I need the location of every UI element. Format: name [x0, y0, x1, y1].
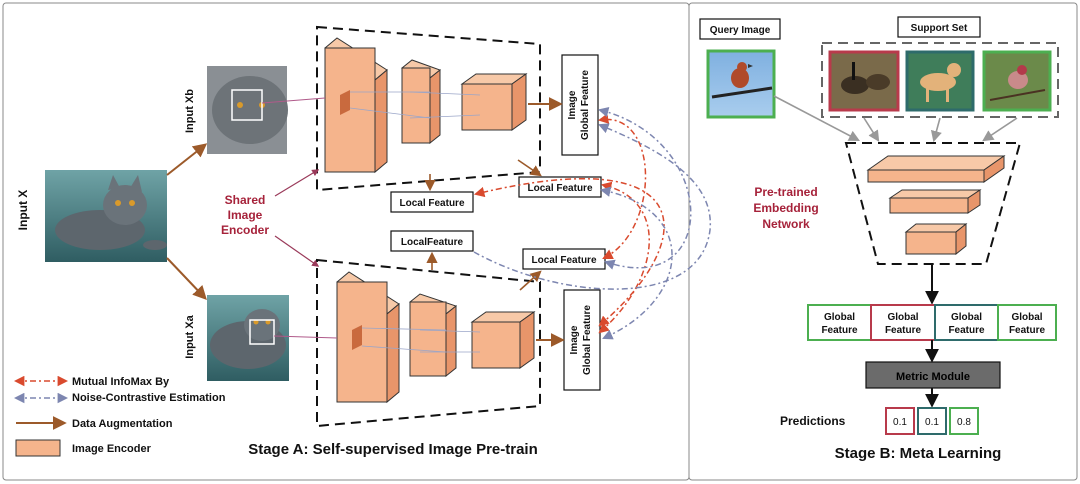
input-xb-label: Input Xb — [184, 89, 196, 133]
svg-text:Local Feature: Local Feature — [399, 198, 464, 209]
prediction-box: 0.1 — [885, 407, 915, 435]
svg-text:Support Set: Support Set — [911, 23, 968, 34]
stage-a-title: Stage A: Self-supervised Image Pre-train — [248, 441, 538, 458]
aug-arrow-xa — [166, 257, 207, 301]
global-feature-line1: Global — [824, 312, 855, 323]
support-set-label: Support Set — [897, 16, 981, 38]
svg-text:Data Augmentation: Data Augmentation — [72, 418, 173, 430]
svg-text:Image Encoder: Image Encoder — [72, 443, 152, 455]
support-image-geese — [828, 50, 900, 112]
prediction-box: 0.8 — [949, 407, 979, 435]
global-feature-top: Image Global Feature — [561, 54, 599, 156]
embedding-layers — [866, 155, 1006, 256]
input-xb-image — [207, 66, 288, 154]
encoder-frame-top — [316, 25, 541, 192]
crop-link-top — [261, 97, 326, 104]
prediction-box: 0.1 — [917, 407, 947, 435]
svg-text:LocalFeature: LocalFeature — [401, 237, 464, 248]
global-feature-line2: Feature — [948, 325, 985, 336]
svg-text:Embedding: Embedding — [753, 201, 818, 215]
support-set-frame — [821, 42, 1059, 118]
arrow-local-a2 — [519, 270, 542, 291]
shared-encoder-label: Shared Image Encoder — [221, 193, 269, 237]
svg-text:Global Feature: Global Feature — [582, 305, 593, 375]
local-feature-a2: Local Feature — [522, 248, 606, 270]
arrow-support3-to-net — [982, 117, 1018, 142]
local-feature-a1: LocalFeature — [390, 230, 474, 252]
legend: Mutual InfoMax By Noise-Contrastive Esti… — [13, 375, 226, 457]
global-feature-line2: Feature — [821, 325, 858, 336]
svg-text:Image: Image — [569, 325, 580, 354]
svg-text:Network: Network — [762, 217, 810, 231]
svg-text:Image: Image — [228, 208, 263, 222]
metric-module: Metric Module — [865, 361, 1001, 389]
svg-text:Pre-trained: Pre-trained — [754, 185, 817, 199]
local-feature-b1: Local Feature — [390, 191, 474, 213]
pretrained-label: Pre-trained Embedding Network — [753, 185, 818, 231]
input-x-label: Input X — [16, 190, 30, 231]
aug-arrow-xb — [166, 143, 208, 176]
predictions-label: Predictions — [780, 414, 846, 428]
mutual-infomax-links — [473, 106, 711, 340]
svg-text:Local Feature: Local Feature — [527, 183, 592, 194]
input-x-image — [45, 170, 167, 262]
svg-text:Mutual InfoMax By: Mutual InfoMax By — [72, 376, 170, 388]
encoder-cubes-bottom — [336, 271, 536, 404]
prediction-value: 0.1 — [893, 417, 907, 428]
arrow-support2-to-net — [930, 117, 942, 143]
query-image — [706, 49, 776, 119]
input-xa-image — [207, 295, 289, 381]
global-feature-bottom: Image Global Feature — [563, 289, 601, 391]
global-feature-line1: Global — [951, 312, 982, 323]
global-feature-line2: Feature — [885, 325, 922, 336]
global-feature-line1: Global — [1011, 312, 1042, 323]
svg-text:Query Image: Query Image — [710, 25, 771, 36]
shared-arrow-bottom — [274, 235, 320, 267]
svg-text:Image: Image — [567, 90, 578, 119]
query-image-label: Query Image — [699, 18, 781, 40]
prediction-value: 0.1 — [925, 417, 939, 428]
svg-text:Metric Module: Metric Module — [896, 371, 970, 383]
svg-text:Global Feature: Global Feature — [580, 70, 591, 140]
arrow-local-b2 — [517, 159, 542, 177]
stage-b-frame — [688, 2, 1078, 481]
prediction-value: 0.8 — [957, 417, 971, 428]
encoder-frame-bottom — [316, 258, 541, 428]
global-feature-line1: Global — [887, 312, 918, 323]
arrow-query-to-net — [773, 95, 860, 142]
shared-arrow-top — [274, 169, 320, 197]
global-feature-line2: Feature — [1009, 325, 1046, 336]
svg-text:Shared: Shared — [225, 193, 266, 207]
svg-text:Noise-Contrastive Estimation: Noise-Contrastive Estimation — [72, 392, 226, 404]
arrow-support1-to-net — [863, 117, 880, 142]
global-feature-row: GlobalFeatureGlobalFeatureGlobalFeatureG… — [807, 304, 1057, 341]
embedding-network-frame — [844, 142, 1022, 265]
svg-text:Local Feature: Local Feature — [531, 255, 596, 266]
legend-encoder-icon — [15, 439, 61, 457]
predictions-row: 0.1 0.1 0.8 — [885, 407, 979, 435]
support-image-bird — [982, 50, 1052, 112]
input-xa-label: Input Xa — [184, 314, 196, 358]
local-feature-b2: Local Feature — [518, 176, 602, 198]
svg-text:Encoder: Encoder — [221, 223, 269, 237]
encoder-cubes-top — [324, 37, 528, 174]
stage-b-title: Stage B: Meta Learning — [835, 445, 1002, 462]
support-image-dog — [905, 50, 975, 112]
crop-link-bottom — [273, 335, 338, 339]
